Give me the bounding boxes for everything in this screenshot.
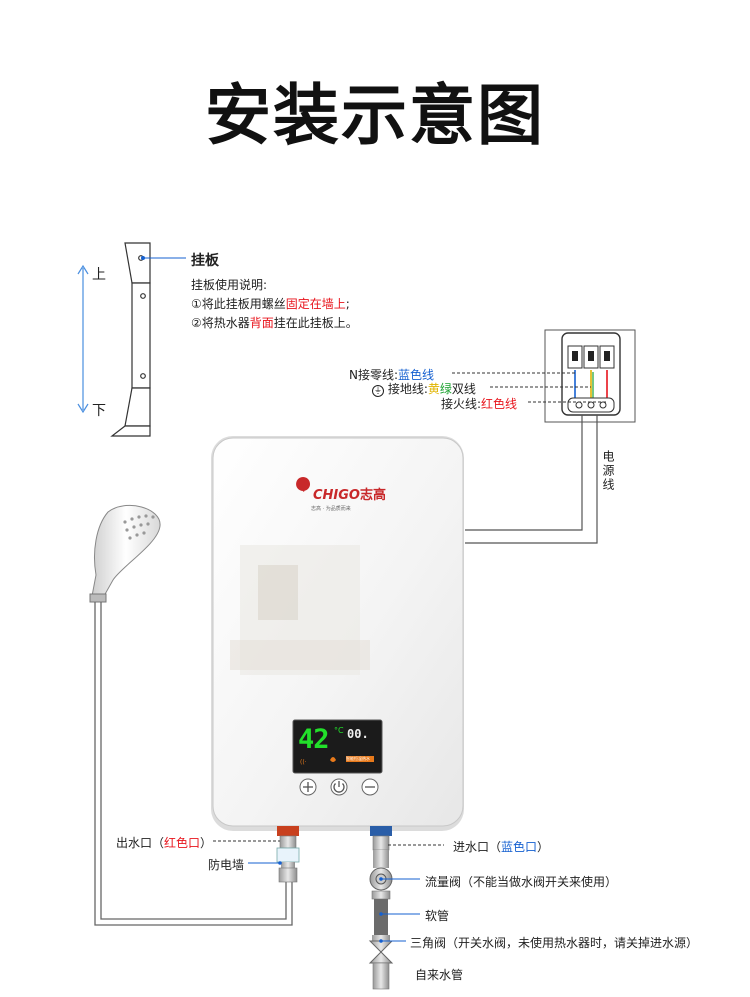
ground-wire-label: ⏚ 接地线:黄绿双线: [372, 380, 476, 397]
tap-pipe-label: 自来水管: [415, 968, 464, 982]
step1-suffix: ;: [345, 297, 350, 311]
ground-yellow-text: 黄: [427, 382, 440, 396]
inlet-label-text: 进水口: [453, 840, 490, 854]
brand-latin: CHIGO: [313, 488, 360, 503]
lcd-temperature: 42: [298, 724, 330, 755]
neutral-wire-label: N接零线:蓝色线: [349, 366, 434, 383]
neutral-label-text: N接零线:: [349, 368, 399, 382]
step1-highlight: 固定在墙上: [285, 297, 346, 311]
step2-highlight: 背面: [249, 316, 274, 330]
bracket-step-1: ①将此挂板用螺丝固定在墙上;: [191, 295, 350, 312]
brand-logo-icon: [296, 477, 311, 492]
step1-prefix: ①将此挂板用螺丝: [191, 297, 286, 311]
bracket-instructions-title: 挂板使用说明:: [191, 278, 268, 292]
water-heater-body: ((·: [211, 436, 464, 831]
power-cable: [465, 415, 583, 531]
bracket-heading: 挂板: [191, 253, 219, 269]
mounting-bracket: [110, 242, 151, 437]
lcd-temp-unit: °C: [334, 726, 344, 735]
live-label-text: 接火线:: [441, 397, 482, 411]
power-cord-label: 电源线: [601, 450, 615, 492]
live-wire-label: 接火线:红色线: [441, 395, 517, 412]
step2-prefix: ②将热水器: [191, 316, 250, 330]
lcd-mode-text: 智能恒温热水: [346, 756, 370, 761]
step2-suffix: 挂在此挂板上。: [273, 316, 358, 330]
lcd-aux-readout: 00.: [347, 727, 369, 741]
brand-slogan: 志高 · 为品质而来: [311, 506, 351, 512]
bracket-down-label: 下: [92, 403, 106, 419]
inlet-label: 进水口（蓝色口）: [453, 840, 550, 854]
live-color-text: 红色线: [481, 397, 518, 411]
lcd-mode-strip: [346, 756, 374, 762]
ground-label-text: 接地线:: [387, 382, 428, 396]
svg-text:((·: ((·: [300, 759, 307, 766]
wiring-terminal-box: [544, 329, 636, 423]
hose-segment: [374, 899, 388, 935]
anti-shock-wall-label: 防电墙: [208, 858, 245, 872]
shower-hose: [94, 602, 293, 926]
inlet-color-text: 蓝色口: [501, 840, 538, 854]
shower-head: [89, 504, 161, 603]
inlet-pipe: [368, 826, 394, 990]
bracket-step-2: ②将热水器背面挂在此挂板上。: [191, 314, 358, 331]
hose-label: 软管: [425, 909, 450, 923]
outlet-color-text: 红色口: [164, 836, 201, 850]
flow-valve-label: 流量阀（不能当做水阀开关来使用）: [425, 875, 618, 889]
tee-valve-label: 三角阀（开关水阀，未使用热水器时，请关掉进水源）: [410, 936, 699, 950]
ground-suffix-text: 双线: [451, 382, 476, 396]
bracket-up-label: 上: [92, 267, 106, 283]
outlet-label: 出水口（红色口）: [116, 836, 213, 850]
ground-green-text: 绿: [439, 382, 452, 396]
page-title: 安装示意图: [205, 77, 545, 154]
neutral-color-text: 蓝色线: [398, 368, 435, 382]
outlet-pipe: [276, 826, 300, 883]
outlet-label-text: 出水口: [116, 836, 153, 850]
vertical-orientation-arrow: [77, 264, 89, 414]
ground-symbol-icon: ⏚: [372, 385, 384, 397]
brand-chinese: 志高: [359, 488, 386, 503]
brand-name: CHIGO志高: [313, 484, 386, 503]
